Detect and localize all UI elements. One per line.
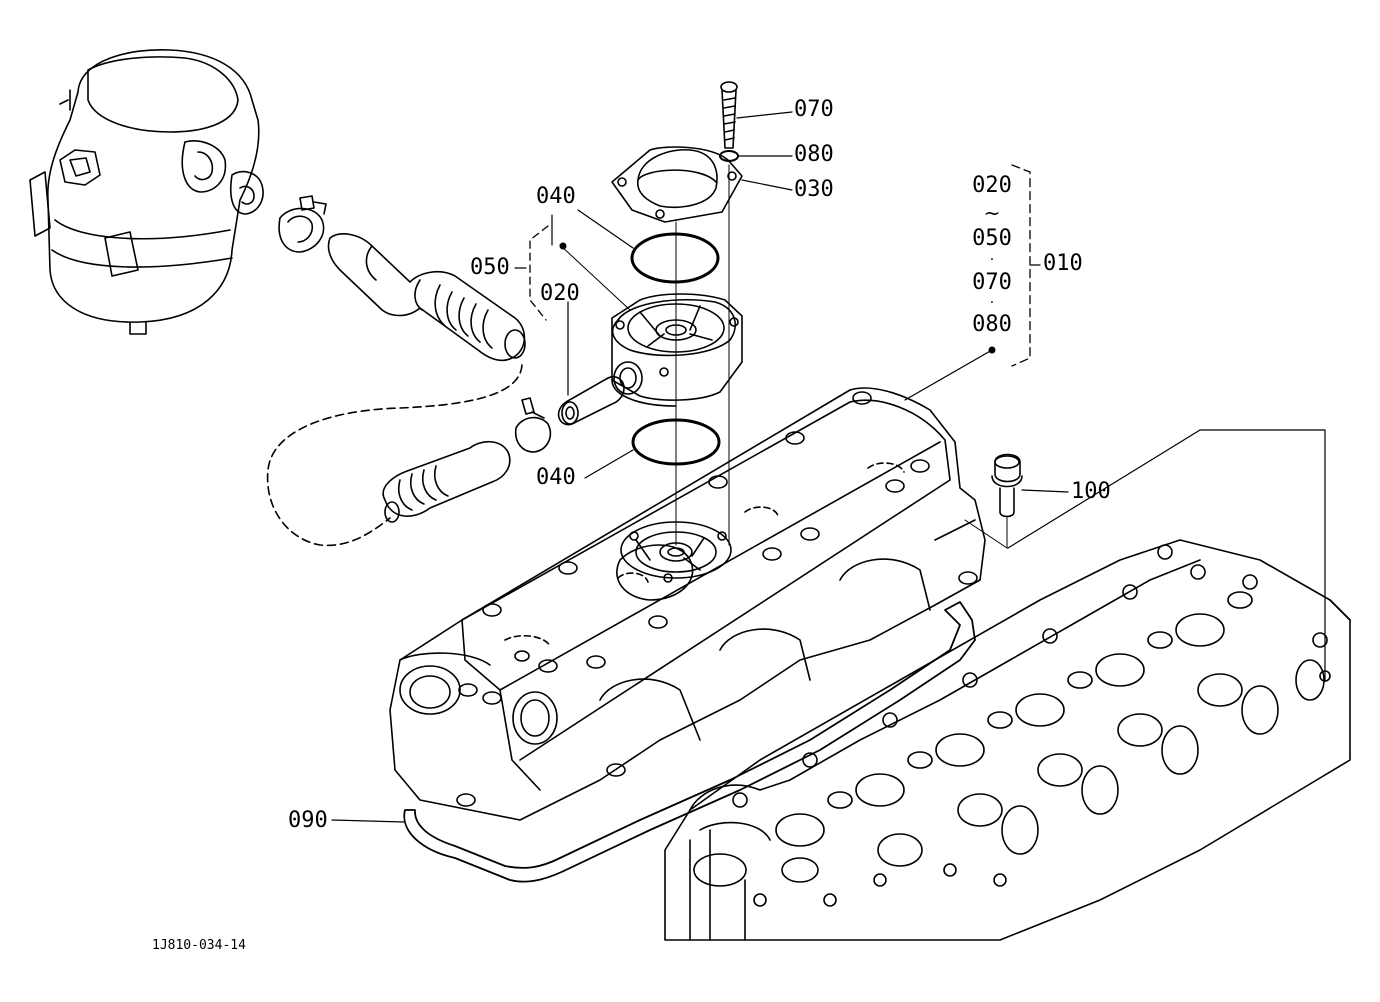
label-040-top: 040 bbox=[536, 184, 576, 209]
group-item-080: 080 bbox=[972, 312, 1012, 337]
hose-clamp-upper bbox=[278, 195, 327, 253]
hose-clamp-lower bbox=[514, 397, 552, 453]
bracket-010 bbox=[1011, 164, 1031, 367]
head-cover bbox=[389, 387, 986, 821]
group-separator-2: · bbox=[989, 295, 995, 311]
head-cover-gasket-090 bbox=[403, 601, 976, 883]
flange-bolt-100 bbox=[964, 453, 1023, 549]
head-cover-bolt-bosses bbox=[456, 391, 978, 807]
oil-separator-housing bbox=[29, 48, 264, 335]
label-030: 030 bbox=[794, 177, 834, 202]
label-010: 010 bbox=[1043, 251, 1083, 276]
group-item-020: 020 bbox=[972, 173, 1012, 198]
o-ring-040-upper bbox=[630, 232, 720, 284]
breather-hose-lower bbox=[382, 440, 511, 523]
label-070: 070 bbox=[794, 97, 834, 122]
cover-plate-030 bbox=[611, 146, 743, 223]
label-080: 080 bbox=[794, 142, 834, 167]
drawing-reference-code: 1J810-034-14 bbox=[152, 938, 246, 953]
alignment-lines bbox=[559, 164, 730, 546]
group-item-070: 070 bbox=[972, 270, 1012, 295]
dot-050 bbox=[559, 242, 567, 250]
bracket-050 bbox=[529, 225, 549, 321]
label-020: 020 bbox=[540, 281, 580, 306]
hose-routing-dashed bbox=[266, 364, 523, 547]
cylinder-head-ports bbox=[693, 591, 1325, 887]
label-090: 090 bbox=[288, 808, 328, 833]
leader-lines bbox=[331, 111, 1326, 823]
screw-070 bbox=[720, 81, 738, 149]
group-separator-1: · bbox=[989, 252, 995, 268]
group-item-050: 050 bbox=[972, 226, 1012, 251]
label-100: 100 bbox=[1071, 479, 1111, 504]
label-040-bottom: 040 bbox=[536, 465, 576, 490]
group-range-mark: ~ bbox=[983, 201, 1001, 225]
cylinder-head bbox=[664, 539, 1351, 941]
pipe-020 bbox=[557, 375, 625, 426]
dot-010 bbox=[988, 346, 996, 354]
valve-housing-050 bbox=[611, 293, 743, 407]
breather-hose bbox=[327, 233, 526, 362]
label-050: 050 bbox=[470, 255, 510, 280]
